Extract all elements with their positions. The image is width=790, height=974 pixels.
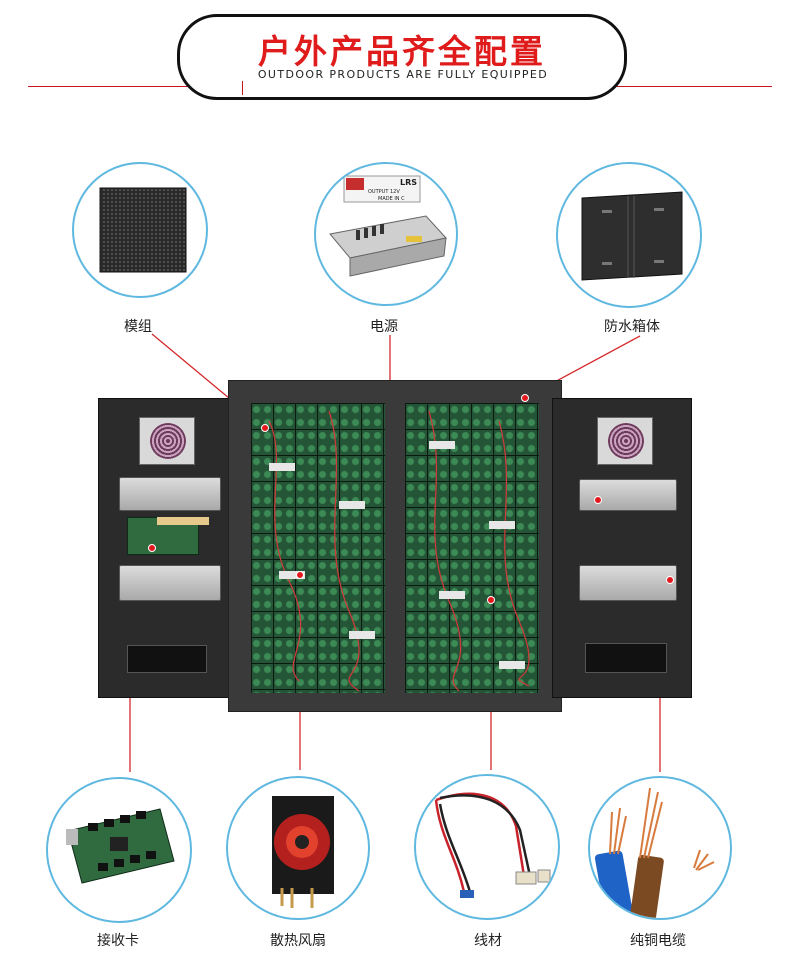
header-tick — [242, 77, 243, 95]
ribbon-cable — [157, 517, 209, 525]
door-fan-left — [139, 417, 195, 465]
label-power-supply: 电源 — [370, 319, 398, 335]
led-panel-left — [251, 403, 385, 693]
marker-receiving-card — [148, 544, 156, 552]
wire-harness-icon — [434, 792, 551, 898]
cooling-fan-icon — [272, 796, 334, 908]
cabinet-frame — [228, 380, 562, 712]
label-receiving-card: 接收卡 — [97, 933, 139, 949]
fan-icon — [608, 423, 644, 459]
door-psu-right-1 — [579, 479, 677, 511]
marker-module — [261, 424, 269, 432]
marker-cable — [666, 576, 674, 584]
label-wire-harness: 线材 — [474, 933, 502, 949]
copper-cable-icon — [594, 787, 715, 918]
psu-brand: LRS — [400, 178, 418, 187]
marker-power — [594, 496, 602, 504]
marker-wire — [487, 596, 495, 604]
led-module-circle — [72, 162, 208, 298]
cabinet-circle — [556, 162, 702, 308]
label-copper-cable: 纯铜电缆 — [630, 933, 686, 949]
cabinet-door-right — [552, 398, 692, 698]
door-vent-left — [127, 645, 207, 673]
led-module-icon — [99, 187, 187, 273]
door-psu-left-2 — [119, 565, 221, 601]
led-panel-right — [405, 403, 539, 693]
header-rule-right — [608, 86, 772, 87]
door-psu-left-1 — [119, 477, 221, 511]
cooling-fan-circle — [226, 776, 370, 920]
marker-cabinet — [521, 394, 529, 402]
header-rule-left — [28, 86, 188, 87]
header-badge: 户外产品齐全配置 OUTDOOR PRODUCTS ARE FULLY EQUI… — [177, 14, 627, 100]
wire-harness-circle — [414, 774, 560, 920]
page-title: 户外产品齐全配置 — [258, 32, 546, 71]
door-fan-right — [597, 417, 653, 465]
fan-icon — [150, 423, 186, 459]
psu-made: MADE IN C — [378, 196, 405, 202]
copper-cable-circle — [588, 776, 732, 920]
power-supply-icon — [329, 175, 447, 277]
receiving-card-circle — [46, 777, 192, 923]
cabinet-door-left — [98, 398, 238, 698]
label-led-module: 模组 — [124, 319, 152, 335]
cabinet-wiring — [268, 410, 530, 692]
receiving-card-icon — [66, 808, 175, 884]
page-subtitle: OUTDOOR PRODUCTS ARE FULLY EQUIPPED — [238, 68, 568, 81]
label-cooling-fan: 散热风扇 — [270, 933, 326, 949]
waterproof-cabinet-icon — [581, 191, 683, 281]
power-supply-circle: LRS OUTPUT 12V MADE IN C — [314, 162, 458, 306]
label-waterproof-cabinet: 防水箱体 — [604, 319, 660, 335]
door-vent-right — [585, 643, 667, 673]
door-psu-right-2 — [579, 565, 677, 601]
psu-output: OUTPUT 12V — [368, 189, 400, 195]
marker-fan — [296, 571, 304, 579]
